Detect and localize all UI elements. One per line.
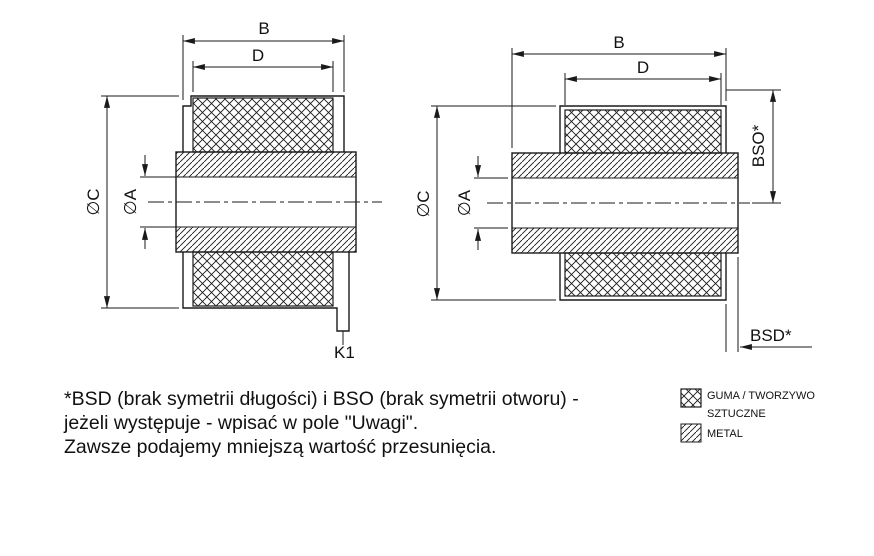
right-dim-bsd: BSD* xyxy=(725,257,812,352)
left-dim-b: B xyxy=(182,19,345,100)
right-dim-b-label: B xyxy=(613,33,624,52)
right-dim-bso-label: BSO* xyxy=(749,124,768,167)
right-dim-a-label: ∅A xyxy=(455,189,474,216)
legend: GUMA / TWORZYWO SZTUCZNE METAL xyxy=(680,388,815,443)
right-dim-a: ∅A xyxy=(455,156,508,250)
note-line-1: *BSD (brak symetrii długości) i BSO (bra… xyxy=(64,388,579,410)
right-dim-bsd-label: BSD* xyxy=(750,326,792,345)
right-dim-c: ∅C xyxy=(414,105,556,301)
left-dim-c-label: ∅C xyxy=(84,188,103,215)
legend-rubber-label-line2: SZTUCZNE xyxy=(707,408,766,420)
left-rubber-bottom xyxy=(192,251,334,307)
left-view: B D ∅C ∅A K1 xyxy=(84,19,382,362)
right-dim-b: B xyxy=(511,33,727,148)
right-dim-c-label: ∅C xyxy=(414,190,433,217)
legend-rubber-swatch xyxy=(680,388,702,408)
left-dim-d: D xyxy=(192,46,334,92)
left-dim-d-label: D xyxy=(252,46,264,65)
right-dim-d-label: D xyxy=(637,58,649,77)
note-line-3: Zawsze podajemy mniejszą wartość przesun… xyxy=(64,436,496,458)
left-outer-shell-top xyxy=(182,95,345,152)
right-dim-d: D xyxy=(564,58,722,105)
left-dim-b-label: B xyxy=(258,19,269,38)
legend-metal-swatch xyxy=(680,423,702,443)
right-outer-shell-bottom xyxy=(559,253,727,301)
left-k1-callout: K1 xyxy=(334,331,355,362)
notes: *BSD (brak symetrii długości) i BSO (bra… xyxy=(63,388,579,458)
right-inner-tube xyxy=(511,152,739,254)
left-inner-tube xyxy=(175,151,357,253)
left-dim-a: ∅A xyxy=(121,155,178,249)
left-rubber-top xyxy=(192,97,334,153)
right-rubber-bottom xyxy=(564,252,722,297)
right-dim-bso: BSO* xyxy=(726,89,781,204)
legend-rubber-label-line1: GUMA / TWORZYWO xyxy=(707,390,815,402)
left-dim-c: ∅C xyxy=(84,95,179,309)
right-rubber-top xyxy=(564,109,722,154)
right-view: B D ∅C ∅A BSO* xyxy=(414,33,812,352)
note-line-2: jeżeli występuje - wpisać w pole "Uwagi"… xyxy=(63,412,418,434)
right-outer-shell-top xyxy=(559,105,727,153)
left-k1-label: K1 xyxy=(334,343,355,362)
left-dim-a-label: ∅A xyxy=(121,188,140,215)
left-outer-shell-bottom xyxy=(182,252,350,332)
legend-metal-label: METAL xyxy=(707,428,743,440)
